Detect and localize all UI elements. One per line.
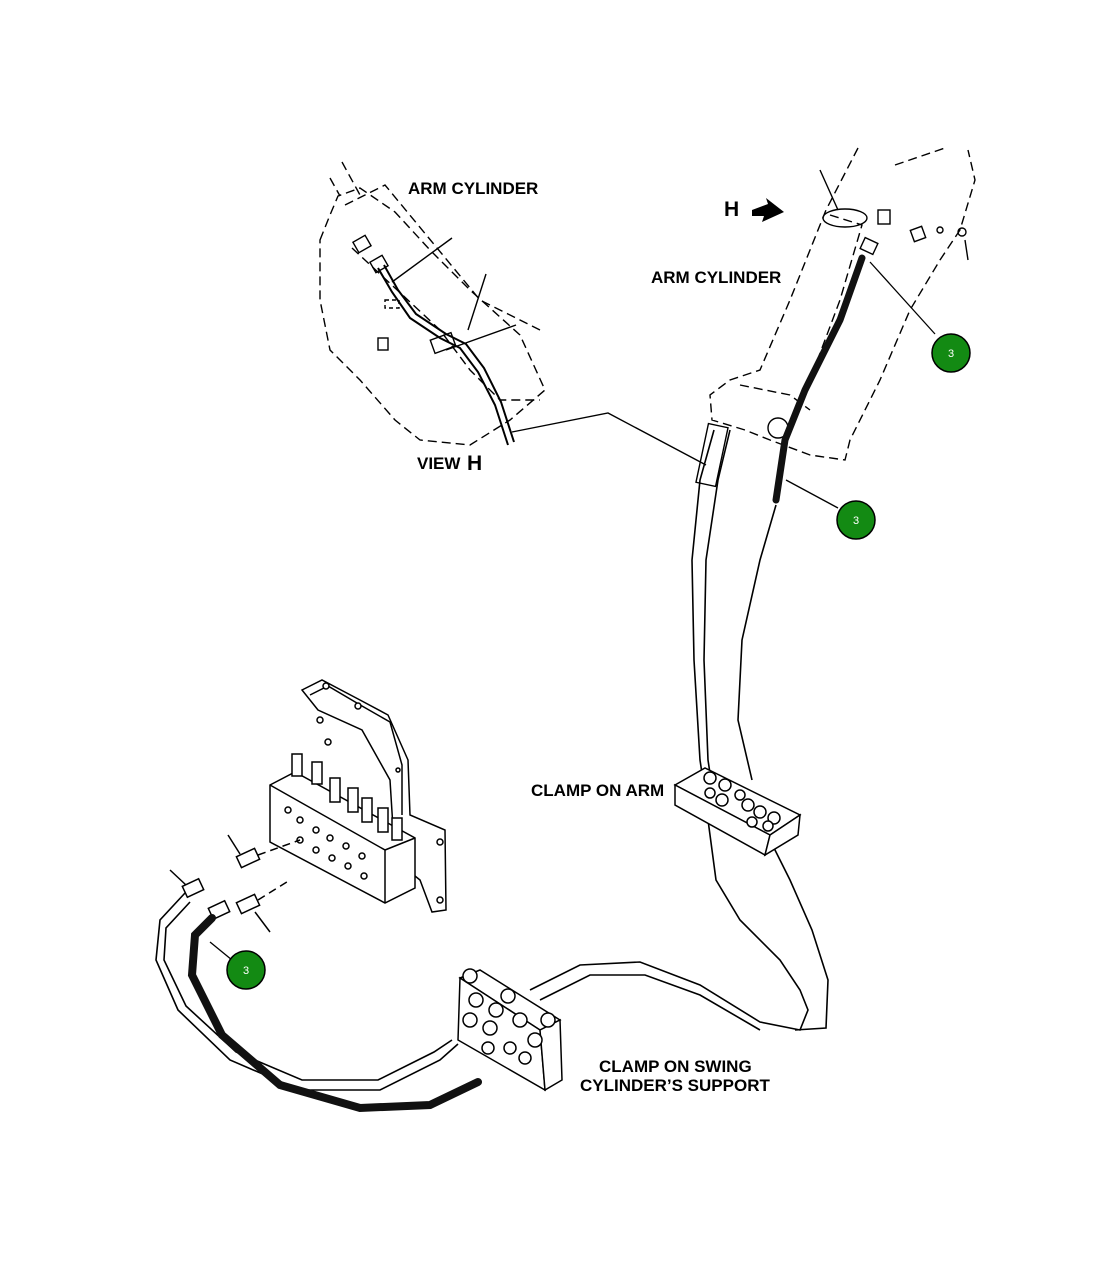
callout-arm-fitting-number: 3	[948, 348, 954, 360]
callout-arm-hose[interactable]: 3	[836, 500, 876, 540]
light-hose-lower	[155, 892, 459, 1091]
light-hose-arm	[691, 429, 731, 801]
arm-cylinder-outline	[709, 147, 976, 461]
callout-valve-hose-number: 3	[243, 965, 249, 977]
dark-hose-arm	[772, 254, 866, 504]
callout-leaders	[209, 261, 936, 961]
callout-valve-hose[interactable]: 3	[226, 950, 266, 990]
view-h-arrow	[752, 198, 784, 222]
label-clamp-swing-line2: CYLINDER’S SUPPORT	[580, 1076, 770, 1095]
lower-hoses	[155, 892, 482, 1113]
clamp-on-swing-support	[457, 968, 563, 1092]
dark-hose-lower	[187, 914, 482, 1113]
valve-assembly	[169, 679, 447, 933]
label-view-arrow-letter: H	[724, 198, 739, 221]
view-h-hose	[377, 267, 509, 446]
view-h-cylinder-outline	[344, 184, 541, 401]
callout-arm-hose-number: 3	[853, 515, 859, 527]
view-h-detail	[319, 161, 707, 466]
label-arm-cylinder-main: ARM CYLINDER	[651, 268, 781, 287]
label-clamp-swing-line1: CLAMP ON SWING	[599, 1057, 752, 1076]
clamp-on-arm	[673, 767, 802, 857]
arm-hoses	[529, 254, 866, 1031]
arm-cylinder-collar	[822, 208, 868, 228]
label-clamp-on-arm: CLAMP ON ARM	[531, 781, 664, 800]
label-view-letter: H	[467, 452, 482, 475]
label-view-prefix: VIEW	[417, 454, 461, 473]
view-h-arm-outline	[319, 187, 546, 446]
label-arm-cylinder-view-h: ARM CYLINDER	[408, 179, 538, 198]
callout-arm-fitting[interactable]: 3	[931, 333, 971, 373]
